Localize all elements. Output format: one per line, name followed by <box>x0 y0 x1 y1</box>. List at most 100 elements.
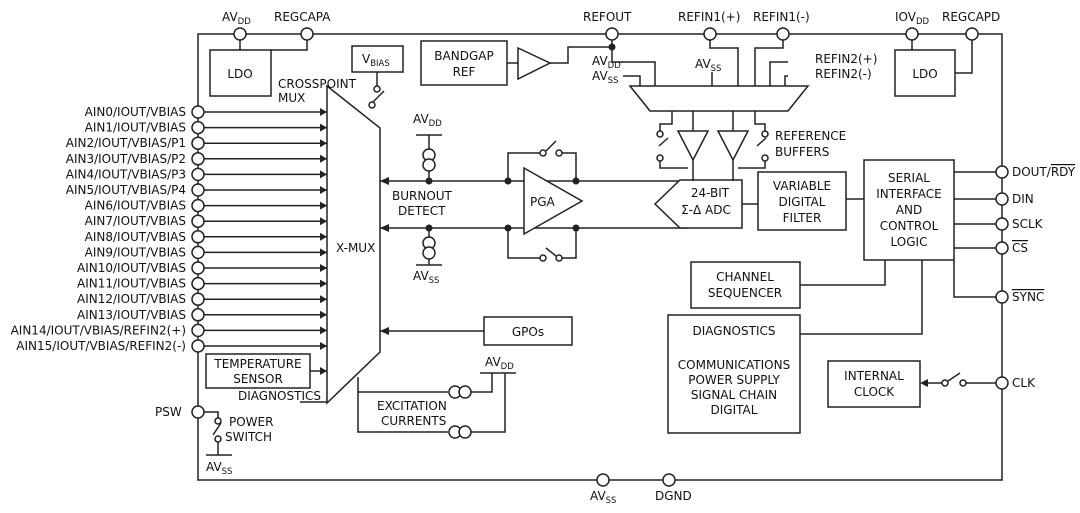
pin-refin1p: REFIN1(+) <box>678 10 740 41</box>
svg-text:DOUT/RDY: DOUT/RDY <box>1012 165 1076 179</box>
analog-input-pin: AIN12/IOUT/VBIAS <box>77 292 327 306</box>
internal-clock-block <box>827 360 921 408</box>
vbias-block <box>351 45 404 73</box>
pin-regcapa: REGCAPA <box>274 10 331 41</box>
pin-iovdd: IOVDD <box>895 10 930 41</box>
svg-text:DGND: DGND <box>655 489 692 503</box>
analog-input-pin: AIN0/IOUT/VBIAS <box>85 105 327 119</box>
pga-label: PGA <box>530 195 556 209</box>
pin-refout: REFOUT <box>583 10 632 41</box>
analog-input-label: AIN1/IOUT/VBIAS <box>85 121 186 135</box>
analog-input-label: AIN3/IOUT/VBIAS/P2 <box>66 152 186 166</box>
svg-text:AVDD: AVDD <box>592 54 621 71</box>
svg-text:BANDGAP: BANDGAP <box>434 49 493 63</box>
diagnostics-block <box>667 314 801 434</box>
svg-text:CS: CS <box>1012 241 1028 255</box>
pin-regcapd: REGCAPD <box>942 10 1000 41</box>
svg-text:AVSS: AVSS <box>590 489 616 506</box>
analog-input-pin: AIN3/IOUT/VBIAS/P2 <box>66 152 327 166</box>
pin-psw <box>191 405 205 419</box>
burnout-label-1: BURNOUT <box>392 189 453 203</box>
analog-input-label: AIN8/IOUT/VBIAS <box>85 230 186 244</box>
analog-input-pin: AIN14/IOUT/VBIAS/REFIN2(+) <box>11 323 327 337</box>
analog-input-label: AIN4/IOUT/VBIAS/P3 <box>66 167 186 181</box>
x-mux-label: X-MUX <box>336 241 375 255</box>
pin-sclk: SCLK <box>954 217 1044 231</box>
digital-filter-block <box>757 171 847 231</box>
analog-input-pin: AIN8/IOUT/VBIAS <box>85 230 327 244</box>
ref-buffer-1 <box>676 130 710 162</box>
x-mux-block <box>326 84 381 405</box>
refin2m-label: REFIN2(-) <box>815 67 872 81</box>
ldo-analog-label: LDO <box>227 67 252 81</box>
svg-text:AVSS: AVSS <box>592 69 618 86</box>
pin-sync: SYNC <box>953 260 1044 304</box>
svg-text:REFIN1(-): REFIN1(-) <box>753 10 810 24</box>
refin2p-label: REFIN2(+) <box>815 52 877 66</box>
svg-text:Σ-Δ ADC: Σ-Δ ADC <box>681 203 731 217</box>
analog-input-label: AIN0/IOUT/VBIAS <box>85 105 186 119</box>
svg-text:CHANNEL: CHANNEL <box>716 270 774 284</box>
svg-text:TEMPERATURE: TEMPERATURE <box>213 357 301 371</box>
svg-text:DIGITAL: DIGITAL <box>779 195 826 209</box>
svg-text:CLOCK: CLOCK <box>854 385 895 399</box>
svg-text:IOVDD: IOVDD <box>895 10 930 27</box>
ref-buffer-2 <box>716 130 750 162</box>
analog-input-label: AIN2/IOUT/VBIAS/P1 <box>66 136 186 150</box>
svg-text:SIGNAL CHAIN: SIGNAL CHAIN <box>691 388 777 402</box>
svg-text:AVSS: AVSS <box>413 269 439 286</box>
analog-input-pin: AIN15/IOUT/VBIAS/REFIN2(-) <box>16 339 327 353</box>
analog-input-label: AIN10/IOUT/VBIAS <box>77 261 186 275</box>
ldo-digital-block <box>894 49 956 97</box>
svg-text:FILTER: FILTER <box>783 211 822 225</box>
svg-text:POWER: POWER <box>229 415 273 429</box>
diagnostics-input-label: DIAGNOSTICS <box>238 389 321 403</box>
analog-input-label: AIN11/IOUT/VBIAS <box>77 277 186 291</box>
crosspoint-label-1: CROSSPOINT <box>278 77 357 91</box>
svg-text:DIGITAL: DIGITAL <box>711 403 758 417</box>
svg-text:AVSS: AVSS <box>206 460 232 477</box>
analog-input-label: AIN12/IOUT/VBIAS <box>77 292 186 306</box>
pga-block <box>523 166 584 236</box>
analog-input-pin: AIN13/IOUT/VBIAS <box>77 308 327 322</box>
ref-buffers-label-2: BUFFERS <box>775 145 829 159</box>
burnout-label-2: DETECT <box>398 204 446 218</box>
analog-input-label: AIN5/IOUT/VBIAS/P4 <box>66 183 186 197</box>
svg-text:REFIN1(+): REFIN1(+) <box>678 10 740 24</box>
excitation-label-2: CURRENTS <box>381 414 446 428</box>
svg-text:SYNC: SYNC <box>1012 290 1044 304</box>
svg-text:DIN: DIN <box>1012 192 1034 206</box>
svg-text:SENSOR: SENSOR <box>233 372 283 386</box>
pin-cs: CS <box>954 241 1028 255</box>
analog-input-label: AIN6/IOUT/VBIAS <box>85 199 186 213</box>
temperature-sensor-block <box>205 353 311 389</box>
svg-text:SERIAL: SERIAL <box>888 171 930 185</box>
channel-sequencer-block <box>690 261 801 309</box>
svg-text:VARIABLE: VARIABLE <box>773 179 831 193</box>
excitation-label-1: EXCITATION <box>377 399 447 413</box>
pin-din: DIN <box>954 192 1034 206</box>
analog-input-label: AIN7/IOUT/VBIAS <box>85 214 186 228</box>
analog-input-pin: AIN4/IOUT/VBIAS/P3 <box>66 167 327 181</box>
svg-text:CLK: CLK <box>1012 376 1036 390</box>
analog-input-pin: AIN5/IOUT/VBIAS/P4 <box>66 183 327 197</box>
svg-text:INTERFACE: INTERFACE <box>876 187 942 201</box>
svg-text:VBIAS: VBIAS <box>362 52 390 69</box>
pin-clk: CLK <box>995 376 1036 390</box>
analog-input-pin: AIN11/IOUT/VBIAS <box>77 277 327 291</box>
svg-text:SEQUENCER: SEQUENCER <box>708 286 782 300</box>
pin-avss-bottom: AVSS <box>590 473 616 506</box>
svg-text:LOGIC: LOGIC <box>891 235 928 249</box>
analog-input-pin: AIN6/IOUT/VBIAS <box>85 199 327 213</box>
svg-text:AVDD: AVDD <box>485 355 514 372</box>
analog-input-label: AIN14/IOUT/VBIAS/REFIN2(+) <box>11 323 186 337</box>
svg-text:AND: AND <box>896 203 922 217</box>
analog-input-label: AIN15/IOUT/VBIAS/REFIN2(-) <box>16 339 186 353</box>
bandgap-ref-block <box>420 40 508 86</box>
svg-text:INTERNAL: INTERNAL <box>844 369 904 383</box>
analog-input-pin: AIN1/IOUT/VBIAS <box>85 121 327 135</box>
svg-text:AVDD: AVDD <box>413 112 442 129</box>
ref-buffers-label-1: REFERENCE <box>775 129 846 143</box>
svg-text:AVDD: AVDD <box>222 10 251 27</box>
